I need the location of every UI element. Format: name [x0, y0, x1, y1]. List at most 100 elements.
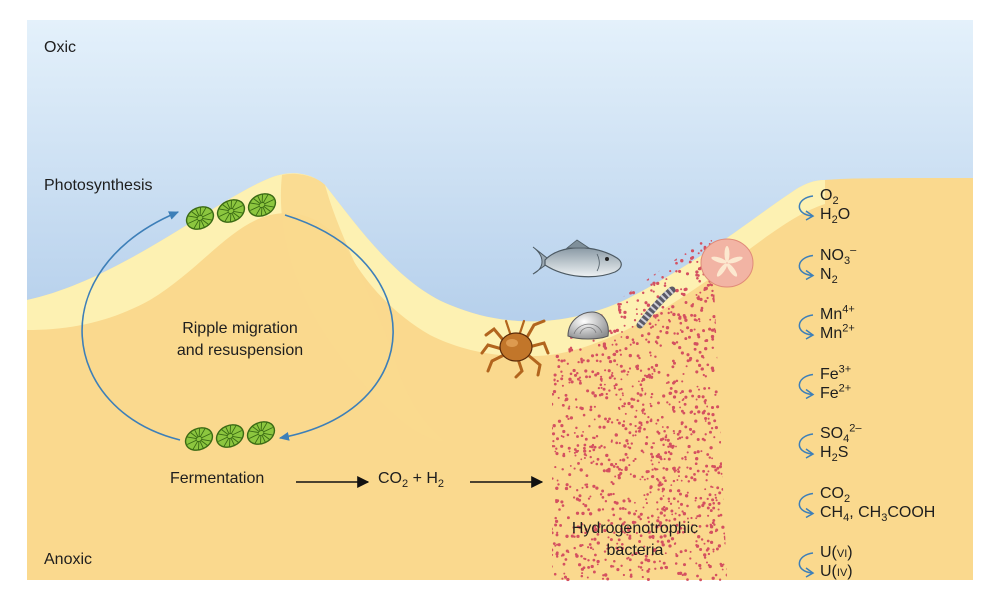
bacteria-dot: [703, 288, 706, 292]
bacteria-dot: [686, 466, 689, 469]
bacteria-dot: [562, 435, 565, 438]
bacteria-dot: [703, 245, 707, 249]
bacteria-dot: [655, 313, 659, 318]
bacteria-dot: [611, 507, 615, 511]
bacteria-dot: [684, 337, 688, 341]
bacteria-dot: [610, 564, 613, 568]
bacteria-dot: [613, 329, 617, 333]
bacteria-dot: [604, 558, 607, 561]
bacteria-dot: [627, 370, 630, 373]
bacteria-dot: [689, 550, 692, 553]
bacteria-dot: [711, 486, 714, 488]
bacteria-dot: [686, 491, 689, 494]
bacteria-dot: [664, 438, 667, 441]
bacteria-dot: [646, 303, 651, 307]
bacteria-dot: [701, 437, 705, 441]
bacteria-dot: [695, 319, 698, 322]
bacteria-dot: [689, 467, 692, 470]
bacteria-dot: [587, 565, 591, 569]
bacteria-dot: [698, 525, 702, 528]
bacteria-dot: [607, 519, 610, 522]
bacteria-dot: [711, 498, 715, 502]
bacteria-dot: [719, 562, 723, 566]
bacteria-dot: [591, 443, 595, 447]
bacteria-dot: [716, 486, 720, 490]
bacteria-dot: [556, 555, 559, 558]
bacteria-dot: [667, 457, 671, 461]
bacteria-dot: [575, 406, 578, 409]
bacteria-dot: [621, 404, 624, 408]
bacteria-dot: [717, 544, 722, 548]
bacteria-dot: [649, 486, 652, 490]
bacteria-dot: [683, 572, 687, 576]
bacteria-dot: [711, 413, 715, 417]
bacteria-dot: [634, 430, 638, 433]
bacteria-dot: [560, 554, 563, 557]
bacteria-dot: [589, 495, 592, 498]
bacteria-dot: [565, 549, 569, 553]
bacteria-dot: [553, 382, 557, 386]
bacteria-dot: [635, 409, 638, 412]
bacteria-dot: [696, 469, 700, 473]
bacteria-dot: [579, 379, 582, 383]
redox-oxidant-sup: –: [850, 244, 857, 257]
bacteria-dot: [686, 578, 689, 581]
bacteria-dot: [587, 497, 591, 500]
bacteria-dot: [552, 389, 557, 394]
bacteria-dot: [656, 508, 659, 511]
bacteria-dot: [649, 491, 652, 494]
bacteria-dot: [704, 299, 708, 303]
bacteria-dot: [607, 493, 611, 497]
bacteria-dot: [709, 430, 712, 434]
bacteria-dot: [679, 526, 683, 530]
bacteria-dot: [617, 302, 621, 306]
bacteria-dot: [689, 256, 694, 260]
bacteria-dot: [560, 435, 563, 437]
bacteria-dot: [644, 558, 648, 562]
bacteria-dot: [602, 469, 606, 473]
bacteria-dot: [662, 394, 666, 398]
bacteria-dot: [552, 477, 554, 480]
bacteria-dot: [636, 313, 638, 315]
bacteria-dot: [684, 475, 688, 479]
bacteria-dot: [643, 412, 646, 415]
bacteria-dot: [669, 270, 672, 273]
bacteria-dot: [700, 538, 704, 541]
bacteria-dot: [602, 425, 606, 429]
bacteria-dot: [719, 513, 723, 517]
bacteria-dot: [605, 392, 608, 396]
bacteria-dot: [714, 573, 718, 577]
bacteria-dot: [663, 534, 667, 538]
bacteria-dot: [660, 457, 663, 461]
bacteria-dot: [647, 416, 650, 419]
bacteria-dot: [586, 359, 590, 363]
bacteria-dot: [617, 473, 621, 477]
bacteria-dot: [709, 318, 712, 321]
bacteria-dot: [596, 533, 600, 536]
h2-sub: 2: [437, 478, 445, 491]
bacteria-dot: [600, 462, 604, 466]
bacteria-dot: [706, 283, 710, 287]
bacteria-dot: [641, 475, 644, 479]
bacteria-dot: [676, 332, 679, 335]
bacteria-dot: [613, 559, 616, 563]
bacteria-dot: [693, 347, 697, 351]
bacteria-dot: [573, 373, 578, 377]
bacteria-dot: [597, 386, 601, 390]
bacteria-dot: [576, 489, 579, 492]
bacteria-dot: [697, 268, 700, 271]
bacteria-dot: [676, 500, 680, 503]
bacteria-dot: [700, 368, 703, 371]
bacteria-dot: [650, 514, 654, 518]
bacteria-dot: [589, 405, 593, 409]
bacteria-dot: [646, 477, 649, 480]
bacteria-dot: [715, 499, 718, 502]
bacteria-dot: [573, 467, 576, 470]
label-co2-h2: CO2 + H2: [378, 470, 445, 491]
redox-oxidant: NO3–: [820, 244, 857, 267]
bacteria-dot: [633, 319, 637, 322]
bacteria-dot: [672, 479, 676, 483]
bacteria-dot: [629, 291, 633, 295]
bacteria-dot: [696, 276, 699, 280]
